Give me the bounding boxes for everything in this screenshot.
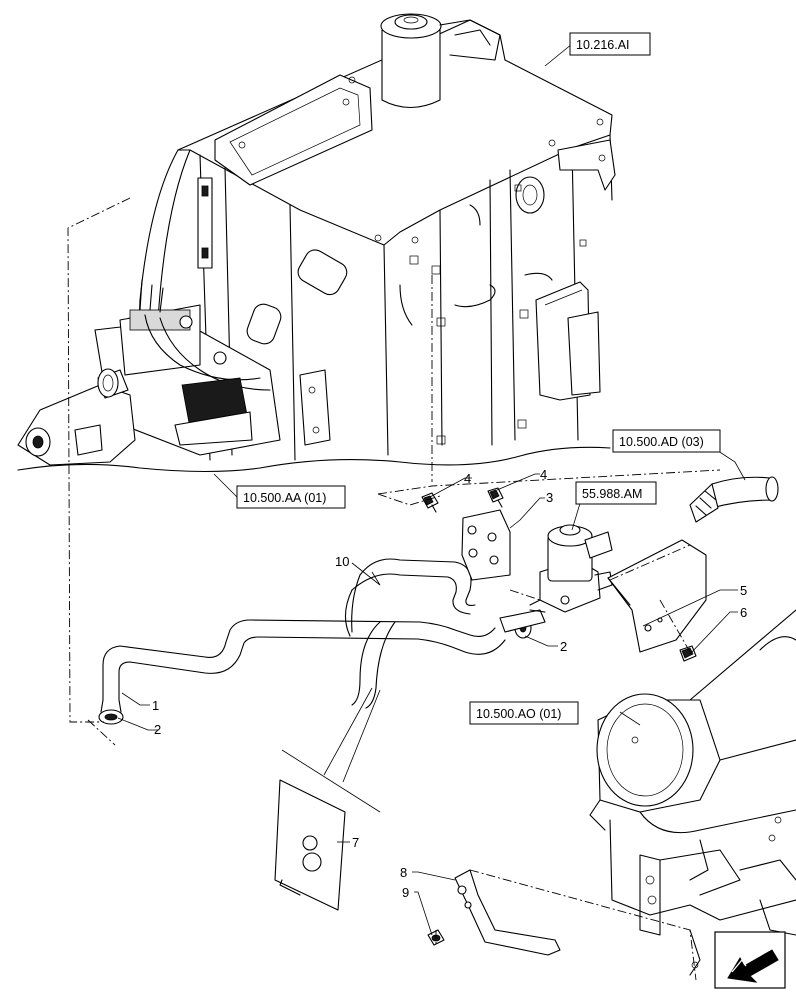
front-direction-arrow-icon (714, 931, 786, 989)
leader-7a (281, 749, 381, 813)
callout-3: 3 (546, 490, 553, 505)
ref-box-solenoid[interactable]: 55.988.AM (575, 481, 657, 505)
muffler-assembly (589, 609, 796, 976)
ref-hose-label: 10.500.AD (03) (619, 435, 704, 449)
callout-10: 10 (335, 554, 349, 569)
ref-box-hose[interactable]: 10.500.AD (03) (612, 429, 721, 453)
mounting-bracket (427, 869, 561, 956)
callout-9: 9 (402, 885, 409, 900)
callout-7: 7 (352, 835, 359, 850)
callout-1: 1 (152, 698, 159, 713)
callout-6: 6 (740, 605, 747, 620)
callout-numbers: 1 2 2 3 4 4 5 6 7 8 9 10 (152, 467, 747, 900)
connection-lines (67, 197, 721, 981)
hose-assembly (98, 558, 546, 725)
solenoid-valve-assembly (421, 487, 707, 662)
ref-valve-block-label: 10.500.AA (01) (243, 491, 326, 505)
valve-block-assembly (17, 279, 281, 466)
screw-4b (487, 487, 504, 508)
callout-2a: 2 (154, 722, 161, 737)
ref-hose-upper-right (689, 476, 779, 523)
ref-muffler-label: 10.500.AO (01) (476, 707, 561, 721)
leader-7c (342, 689, 381, 783)
ref-solenoid-label: 55.988.AM (582, 487, 642, 501)
leader-7b (323, 687, 373, 776)
label-card (274, 779, 346, 911)
tank-assembly (17, 13, 616, 473)
callout-4b: 4 (540, 467, 547, 482)
callout-8: 8 (400, 865, 407, 880)
ref-box-tank[interactable]: 10.216.AI (569, 32, 651, 56)
callout-4a: 4 (464, 471, 471, 486)
ref-box-valve-block[interactable]: 10.500.AA (01) (236, 485, 346, 509)
callout-5: 5 (740, 583, 747, 598)
callout-2b: 2 (560, 639, 567, 654)
ref-tank-label: 10.216.AI (576, 38, 630, 52)
screw-4a (421, 492, 439, 513)
ref-box-muffler[interactable]: 10.500.AO (01) (469, 701, 579, 725)
